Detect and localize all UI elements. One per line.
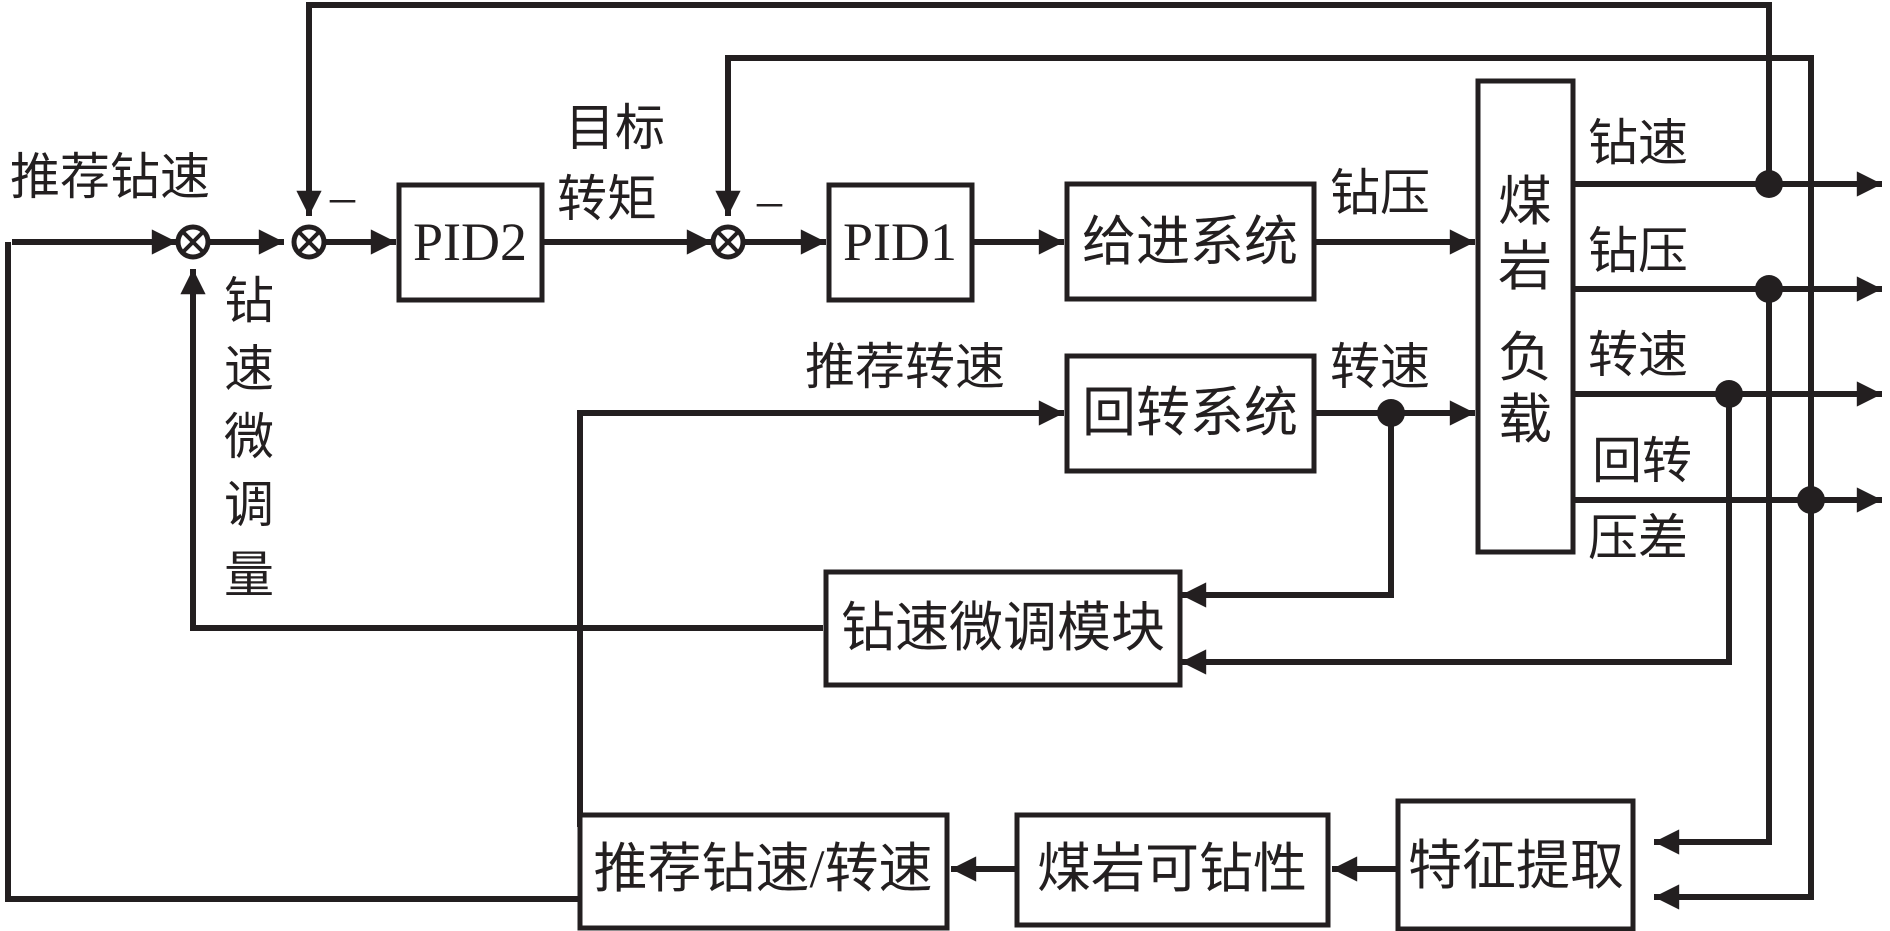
sum-junction-2 [291,224,327,260]
feature-extraction-block [1395,798,1636,931]
output-rotation-speed-label: 转速 [1588,327,1688,383]
coal-rock-load-char: 负 [1498,328,1552,388]
output-drill-speed-label: 钻速 [1588,115,1688,171]
pid2-label: PID2 [413,212,527,272]
rotary-system-label: 回转系统 [1082,383,1298,443]
output-drill-pressure-label: 钻压 [1588,223,1688,279]
pid1-label: PID1 [843,212,957,272]
torque-feedback-wire [715,55,1814,500]
coal-rock-load-char: 岩 [1498,237,1552,297]
junction-dot [1377,399,1405,427]
pid2-block [396,182,545,303]
speed-adjust-label: 调 [224,477,274,533]
target-torque-label: 转矩 [557,171,657,227]
speed-adjust-label: 钻 [224,273,274,329]
recommend-to-rotary-wire [577,400,1064,827]
recommended-drill-speed-label: 推荐钻速 [10,149,210,205]
drill-pressure-label: 钻压 [1330,165,1430,221]
pressure-feedback-wire [1654,289,1772,855]
sum-junction-1 [175,224,211,260]
coal-rock-load-char: 载 [1498,390,1552,450]
drillability-label: 煤岩可钻性 [1037,839,1307,899]
coal-rock-load-block [1475,78,1576,555]
module-to-sum1-wire [180,269,823,631]
feature-extraction-label: 特征提取 [1408,836,1624,896]
speed-adjust-label: 速 [224,341,274,397]
minus-sign: – [756,172,783,228]
speed-adjust-label: 量 [224,547,274,603]
drillability-block [1014,812,1331,928]
speed-adjust-label: 微 [224,409,274,465]
speed-tuning-module-label: 钻速微调模块 [841,598,1165,658]
pid1-block [826,182,975,303]
feed-system-label: 给进系统 [1082,212,1298,272]
recommend-speeds-label: 推荐钻速/转速 [593,839,932,899]
speed-tuning-module-block [823,569,1183,688]
recommended-rotation-label: 推荐转速 [805,339,1005,395]
speed-feedback-wire [296,2,1772,216]
rotation-out-to-module-wire [1181,394,1732,675]
junction-dot [1715,380,1743,408]
junction-dot [1755,275,1783,303]
rotation-speed-label: 转速 [1330,339,1430,395]
minus-sign: – [329,168,356,224]
rotary-system-block [1064,353,1317,474]
junction-dot [1755,170,1783,198]
rotary-pressure-to-features-wire [1654,500,1814,910]
target-torque-label: 目标 [565,100,665,156]
coal-rock-load-char: 煤 [1498,172,1552,232]
feed-system-block [1064,181,1317,302]
rotation-to-module-wire [1181,413,1394,608]
sum-junction-3 [710,224,746,260]
recommend-speeds-block [577,812,950,931]
recommend-to-input-wire [5,242,578,902]
output-rotary-pressure-label: 压差 [1588,510,1688,566]
junction-dot [1797,486,1825,514]
output-rotary-pressure-label: 回转 [1592,433,1692,489]
